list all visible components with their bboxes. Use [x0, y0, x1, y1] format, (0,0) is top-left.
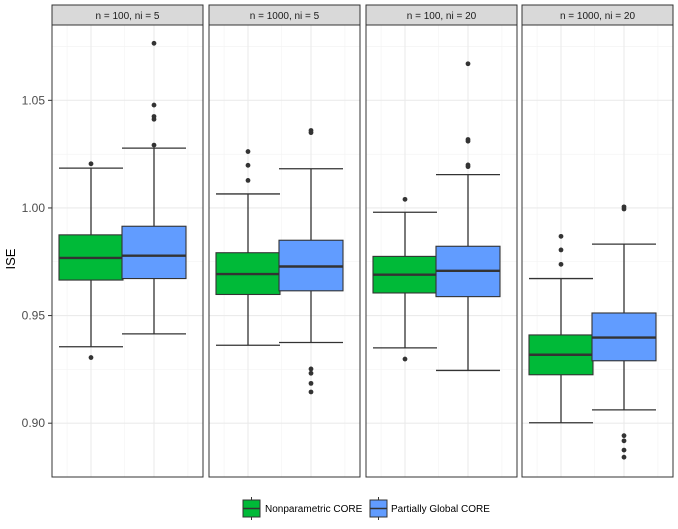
outlier-point — [308, 130, 314, 136]
outlier-point — [402, 356, 408, 362]
y-axis-title: ISE — [3, 248, 18, 269]
outlier-point — [151, 102, 157, 108]
panel-border — [51, 24, 204, 478]
outlier-point — [558, 261, 564, 267]
outlier-point — [621, 433, 627, 439]
box-nonparametric — [215, 149, 281, 346]
outlier-point — [245, 178, 251, 183]
outlier-point — [151, 40, 157, 46]
y-tick-label: 1.05 — [22, 93, 46, 107]
outlier-point — [465, 138, 471, 144]
outlier-point — [402, 196, 408, 202]
box-partially-global — [121, 40, 187, 335]
y-axis: 0.90 0.95 1.00 1.05 — [22, 93, 52, 430]
y-tick-label: 0.95 — [22, 309, 46, 323]
outlier-point — [558, 233, 564, 239]
box-nonparametric — [528, 233, 594, 424]
outlier-point — [308, 370, 314, 376]
box-partially-global — [591, 204, 657, 460]
outlier-point — [465, 61, 471, 67]
facet-panel-3: n = 100, ni = 20 — [365, 4, 518, 478]
outlier-point — [151, 116, 157, 122]
facet-panel-2: n = 1000, ni = 5 — [208, 4, 361, 478]
outlier-point — [151, 142, 157, 148]
legend: Nonparametric CORE Partially Global CORE — [242, 497, 490, 520]
facet-strip-label: n = 100, ni = 20 — [407, 11, 477, 22]
outlier-point — [88, 161, 94, 167]
box-iqr — [121, 225, 187, 280]
box-partially-global — [435, 61, 501, 372]
box-nonparametric — [58, 161, 124, 360]
outlier-point — [558, 247, 564, 253]
outlier-point — [88, 355, 94, 360]
panels-layer: n = 100, ni = 5 n = 1000, ni = 5 n = 100, … — [51, 4, 674, 478]
legend-item: Partially Global CORE — [369, 497, 490, 520]
facet-strip-label: n = 100, ni = 5 — [96, 11, 160, 22]
outlier-point — [621, 438, 627, 444]
legend-label: Partially Global CORE — [391, 504, 490, 515]
outlier-point — [245, 162, 251, 168]
facet-strip-label: n = 1000, ni = 20 — [560, 11, 636, 22]
outlier-point — [308, 366, 314, 372]
panel-border — [521, 24, 674, 478]
y-tick-label: 1.00 — [22, 201, 46, 215]
outlier-point — [245, 149, 251, 154]
legend-label: Nonparametric CORE — [265, 504, 363, 515]
facet-panel-1: n = 100, ni = 5 — [51, 4, 204, 478]
outlier-point — [308, 380, 314, 386]
outlier-point — [621, 454, 627, 460]
outlier-point — [308, 389, 314, 395]
outlier-point — [621, 206, 627, 212]
panel-border — [365, 24, 518, 478]
facet-panel-4: n = 1000, ni = 20 — [521, 4, 674, 478]
panel-border — [208, 24, 361, 478]
outlier-point — [621, 447, 627, 453]
legend-item: Nonparametric CORE — [242, 497, 363, 520]
facet-strip-label: n = 1000, ni = 5 — [250, 11, 320, 22]
box-nonparametric — [372, 196, 438, 362]
box-partially-global — [278, 128, 344, 395]
outlier-point — [465, 164, 471, 170]
y-tick-label: 0.90 — [22, 416, 46, 430]
